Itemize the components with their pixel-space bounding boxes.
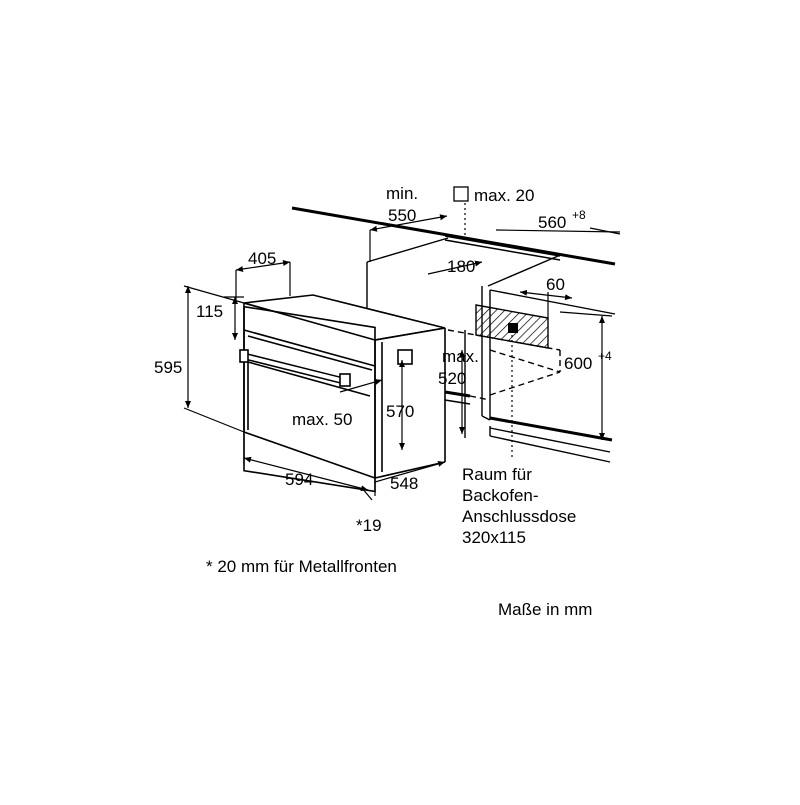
label-60: 60 xyxy=(546,275,565,294)
label-548: 548 xyxy=(390,474,418,493)
label-max: max. xyxy=(442,347,479,366)
label-595: 595 xyxy=(154,358,182,377)
label-600: 600 xyxy=(564,354,592,373)
label-max-20: max. 20 xyxy=(474,186,534,205)
worktop xyxy=(291,206,616,266)
socket-note: Raum für Backofen- Anschlussdose 320x115 xyxy=(462,465,576,547)
label-560-tolerance: +8 xyxy=(572,208,586,222)
label-600-tolerance: +4 xyxy=(598,349,612,363)
socket-note-line4: 320x115 xyxy=(462,528,526,547)
label-594: 594 xyxy=(285,470,313,489)
units-note: Maße in mm xyxy=(498,600,592,619)
socket-note-line3: Anschlussdose xyxy=(462,507,576,526)
label-560: 560 xyxy=(538,213,566,232)
label-max-50: max. 50 xyxy=(292,410,352,429)
label-115: 115 xyxy=(196,302,223,321)
label-570: 570 xyxy=(386,402,414,421)
label-520: 520 xyxy=(438,369,466,388)
label-min: min. xyxy=(386,184,418,203)
dimension-lines xyxy=(183,198,621,501)
socket-note-line2: Backofen- xyxy=(462,486,539,505)
footnote: * 20 mm für Metallfronten xyxy=(206,557,397,576)
label-550: 550 xyxy=(388,206,416,225)
square-symbol-icon xyxy=(453,186,469,202)
label-19: *19 xyxy=(356,516,382,535)
socket-note-line1: Raum für xyxy=(462,465,532,484)
label-405: 405 xyxy=(248,249,276,268)
socket-area xyxy=(475,304,549,349)
oven xyxy=(239,294,446,493)
label-180: 180 xyxy=(447,257,475,276)
dimension-labels: min. 550 max. 20 560 +8 405 180 60 115 5… xyxy=(154,184,612,535)
